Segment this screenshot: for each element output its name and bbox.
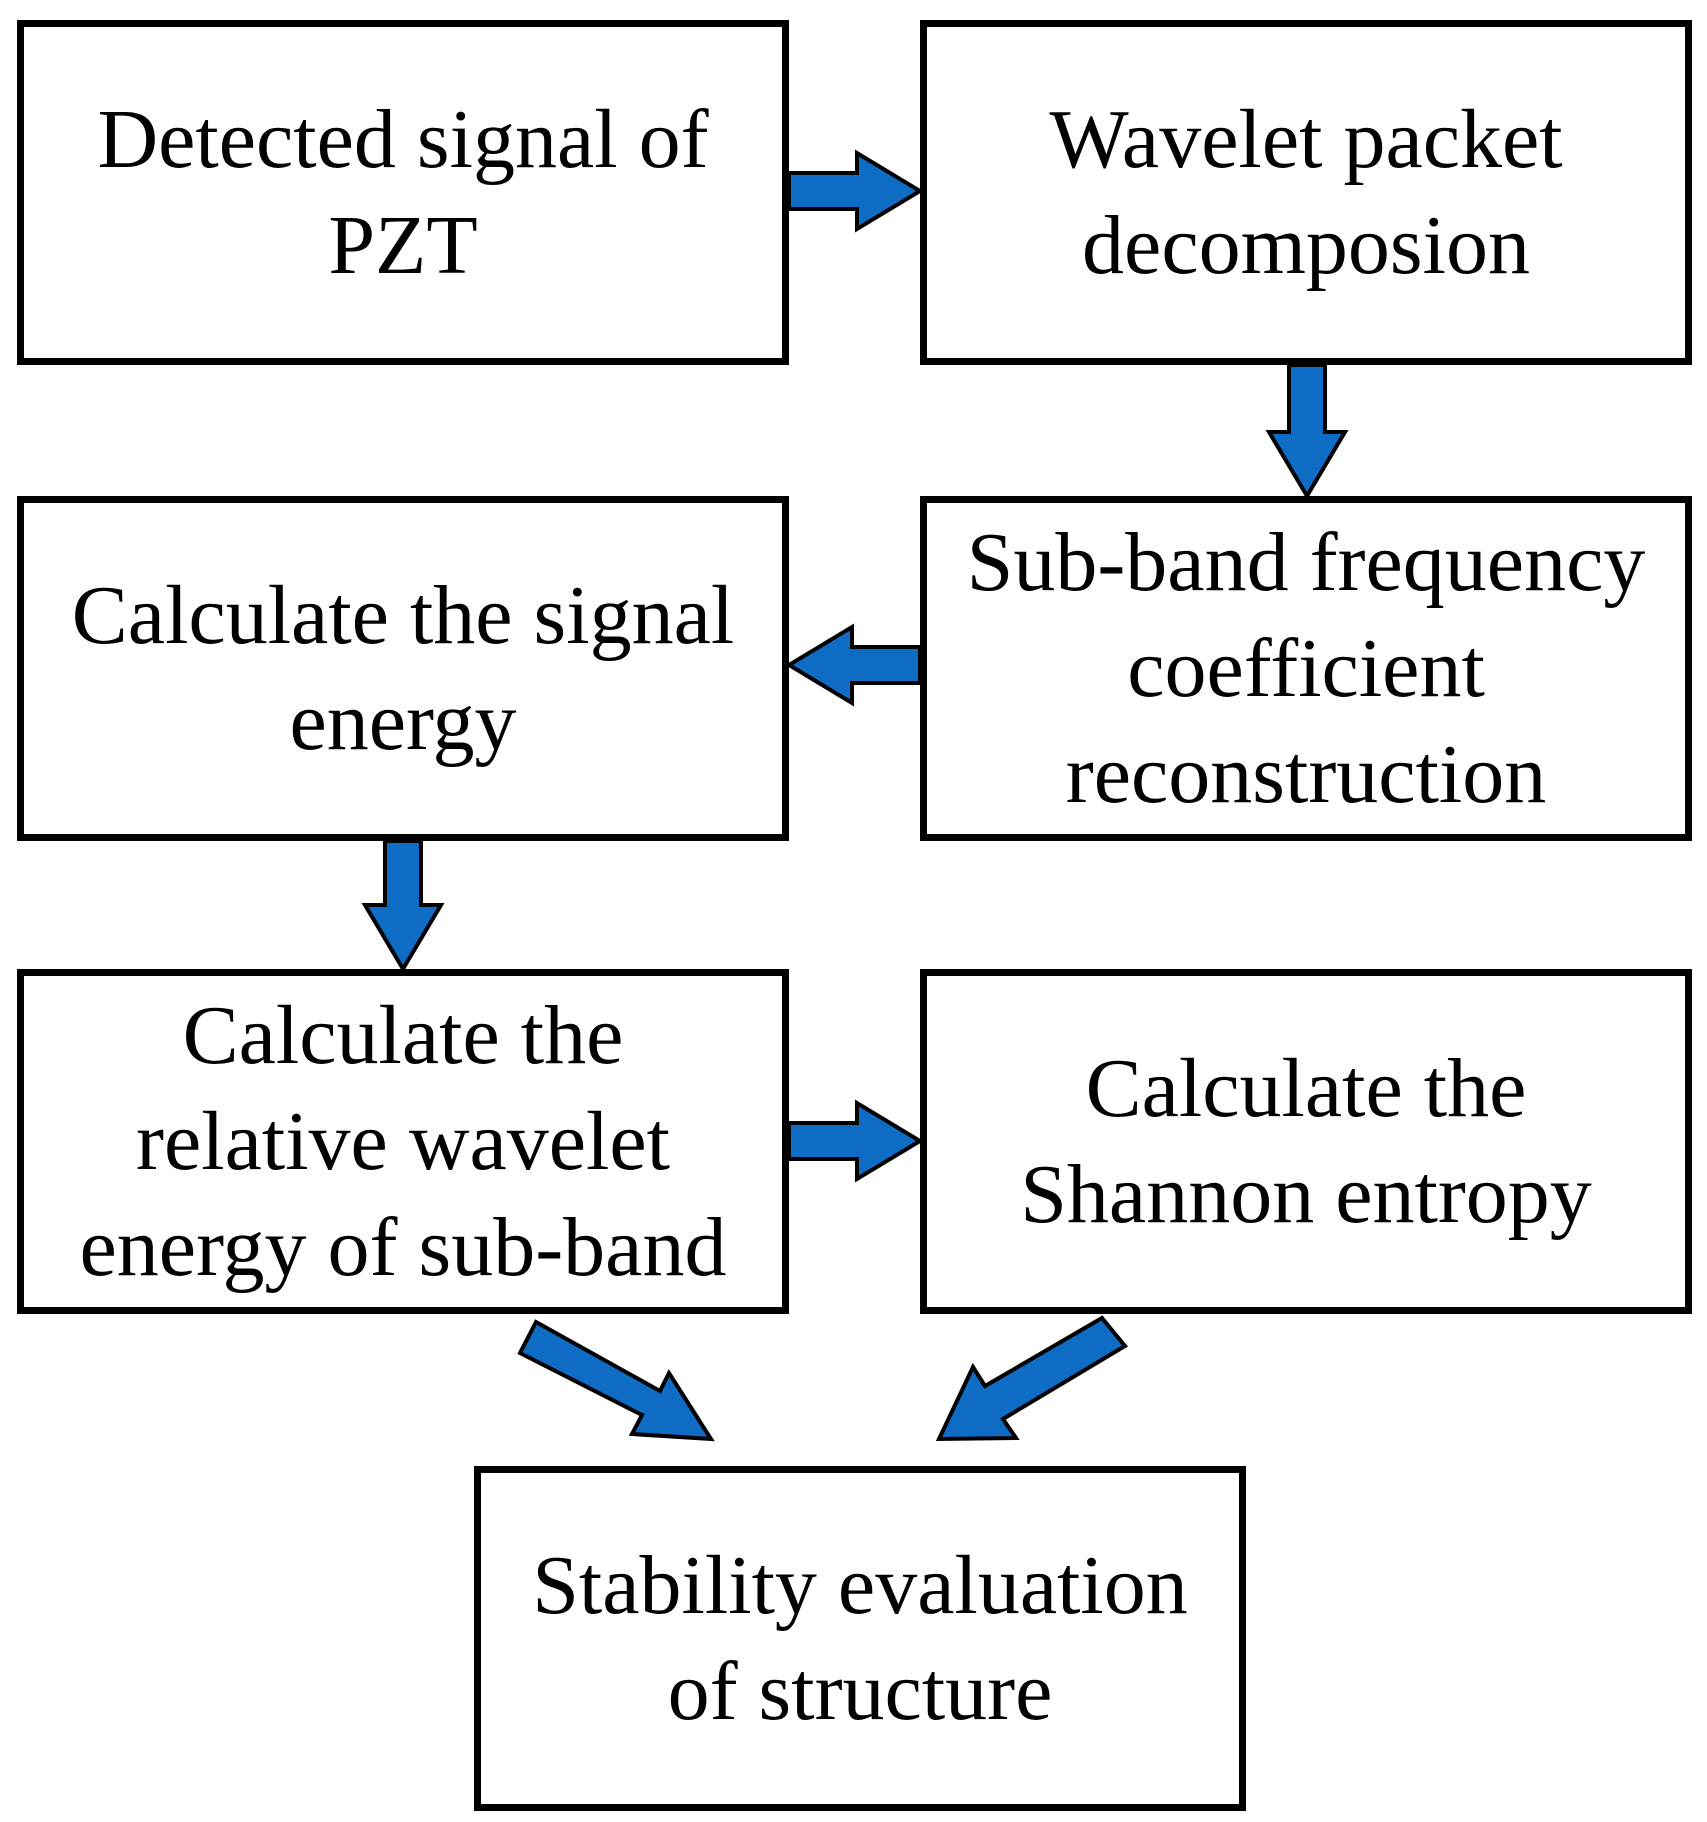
shannon-entropy-line-2: Shannon entropy — [1020, 1147, 1592, 1241]
shannon-entropy-box: Calculate the Shannon entropy — [920, 969, 1692, 1314]
arrow-relative-to-stability — [517, 1319, 715, 1442]
detected-signal-line-2: PZT — [328, 198, 478, 292]
relative-energy-line-2: relative wavelet — [135, 1094, 671, 1188]
subband-reconstruction-line-2: coefficient — [1127, 621, 1485, 715]
arrow-subband-to-energy — [785, 623, 922, 707]
stability-evaluation-box: Stability evaluation of structure — [474, 1466, 1246, 1811]
stability-evaluation-line-1: Stability evaluation — [532, 1538, 1188, 1632]
signal-energy-box: Calculate the signal energy — [17, 496, 789, 841]
subband-reconstruction-line-1: Sub-band frequency — [966, 515, 1646, 609]
relative-energy-box: Calculate the relative wavelet energy of… — [17, 969, 789, 1314]
signal-energy-line-1: Calculate the signal — [71, 568, 735, 662]
arrow-energy-to-relative — [361, 839, 445, 973]
wavelet-packet-box: Wavelet packet decomposion — [920, 20, 1692, 365]
relative-energy-line-3: energy of sub-band — [79, 1200, 727, 1294]
relative-energy-line-1: Calculate the — [182, 988, 624, 1082]
arrow-wavelet-to-subband — [1265, 363, 1349, 500]
arrow-detected-to-wavelet — [787, 149, 924, 233]
detected-signal-box: Detected signal of PZT — [17, 20, 789, 365]
subband-reconstruction-line-3: reconstruction — [1065, 727, 1547, 821]
signal-energy-line-2: energy — [289, 674, 517, 768]
wavelet-packet-line-2: decomposion — [1082, 198, 1530, 292]
shannon-entropy-line-1: Calculate the — [1085, 1041, 1527, 1135]
arrow-shannon-to-stability — [935, 1315, 1129, 1442]
subband-reconstruction-box: Sub-band frequency coefficient reconstru… — [920, 496, 1692, 841]
wavelet-packet-line-1: Wavelet packet — [1049, 92, 1563, 186]
stability-evaluation-line-2: of structure — [667, 1644, 1053, 1738]
detected-signal-line-1: Detected signal of — [97, 92, 709, 186]
arrow-relative-to-shannon — [787, 1099, 924, 1183]
